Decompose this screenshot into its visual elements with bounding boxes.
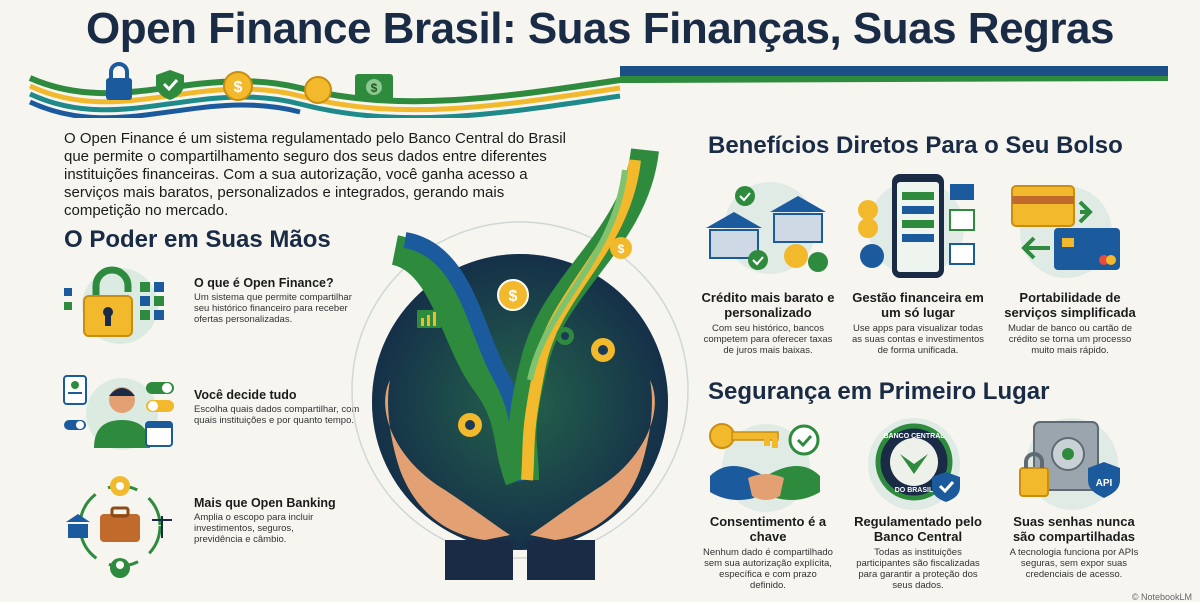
- beneficio-item-desc: Com seu histórico, bancos competem para …: [703, 323, 833, 356]
- poder-item-title: O que é Open Finance?: [194, 276, 334, 290]
- poder-item-desc: Escolha quais dados compartilhar, com qu…: [194, 404, 360, 426]
- header-banknote-icon: $: [355, 74, 393, 100]
- beneficio-item-desc: Mudar de banco ou cartão de crédito se t…: [1007, 323, 1133, 356]
- header-coin-icon: $: [223, 71, 253, 101]
- poder-item-desc: Amplia o escopo para incluir investiment…: [194, 512, 314, 545]
- poder-item-1: O que é Open Finance? Um sistema que per…: [194, 276, 354, 325]
- seal-text-bottom: DO BRASIL: [895, 487, 934, 494]
- header-shield-icon: [156, 70, 184, 100]
- poder-heading: O Poder em Suas Mãos: [64, 226, 331, 253]
- intro-paragraph: O Open Finance é um sistema regulamentad…: [64, 130, 566, 219]
- beneficio-item-title: Portabilidade de serviços simplificada: [1004, 290, 1136, 320]
- coin-icon-2: $: [610, 237, 632, 259]
- seal-text-top: BANCO CENTRAL: [883, 433, 945, 440]
- beneficio-item-3: Portabilidade de serviços simplificada M…: [1000, 290, 1140, 356]
- safe-api-icon: API: [1019, 418, 1120, 510]
- seguranca-heading: Segurança em Primeiro Lugar: [708, 378, 1050, 405]
- gear-icon: [591, 338, 615, 362]
- seguranca-item-desc: Todas as instituições participantes são …: [856, 547, 980, 591]
- bank-icon: [66, 514, 90, 538]
- gear-icon-2: [458, 413, 482, 437]
- seguranca-item-title: Consentimento é a chave: [709, 514, 827, 544]
- seguranca-item-3: Suas senhas nunca são compartilhadas A t…: [1004, 514, 1144, 580]
- gear-icon-3: [556, 327, 574, 345]
- seguranca-item-title: Suas senhas nunca são compartilhadas: [1012, 514, 1136, 544]
- poder-item-title: Mais que Open Banking: [194, 496, 336, 510]
- seguranca-item-desc: A tecnologia funciona por APIs seguras, …: [1009, 547, 1139, 580]
- briefcase-cycle-icon: [66, 476, 172, 578]
- svg-text:$: $: [618, 242, 625, 256]
- svg-text:$: $: [509, 288, 518, 305]
- svg-text:$: $: [371, 81, 378, 95]
- watermark: © NotebookLM: [1131, 592, 1192, 602]
- svg-text:$: $: [234, 79, 243, 96]
- seguranca-item-2: Regulamentado pelo Banco Central Todas a…: [848, 514, 988, 591]
- beneficios-heading: Benefícios Diretos Para o Seu Bolso: [708, 132, 1123, 159]
- seguranca-item-title: Regulamentado pelo Banco Central: [854, 514, 982, 544]
- beneficio-item-title: Crédito mais barato e personalizado: [701, 290, 835, 320]
- central-hands-illustration: $ $: [351, 148, 689, 580]
- beneficio-item-title: Gestão financeira em um só lugar: [852, 290, 984, 320]
- key-handshake-icon: [709, 423, 820, 512]
- coin-icon: $: [497, 279, 529, 311]
- padlock-icon: [64, 266, 164, 344]
- beneficio-item-1: Crédito mais barato e personalizado Com …: [700, 290, 836, 356]
- chart-icon: [417, 310, 441, 328]
- seguranca-item-1: Consentimento é a chave Nenhum dado é co…: [700, 514, 836, 591]
- header-lock-icon: [106, 62, 132, 100]
- page-title: Open Finance Brasil: Suas Finanças, Suas…: [86, 4, 1115, 53]
- seguranca-item-desc: Nenhum dado é compartilhado sem sua auto…: [703, 547, 833, 591]
- cards-swap-icon: [1011, 185, 1120, 278]
- poder-item-desc: Um sistema que permite compartilhar seu …: [194, 292, 352, 325]
- header-coin-icon-2: [304, 76, 332, 104]
- banks-icon: [706, 182, 828, 274]
- poder-item-3: Mais que Open Banking Amplia o escopo pa…: [194, 496, 344, 545]
- header-wave-banner: $ $: [28, 62, 1169, 118]
- phone-app-icon: [858, 174, 975, 278]
- api-badge-text: API: [1096, 478, 1113, 489]
- beneficio-item-2: Gestão financeira em um só lugar Use app…: [850, 290, 986, 356]
- scale-icon: [152, 516, 172, 538]
- beneficio-item-desc: Use apps para visualizar todas as suas c…: [851, 323, 984, 356]
- central-bank-seal-icon: BANCO CENTRAL DO BRASIL: [868, 418, 960, 510]
- poder-item-2: Você decide tudo Escolha quais dados com…: [194, 388, 364, 426]
- poder-item-title: Você decide tudo: [194, 388, 297, 402]
- person-toggles-icon: [63, 375, 174, 450]
